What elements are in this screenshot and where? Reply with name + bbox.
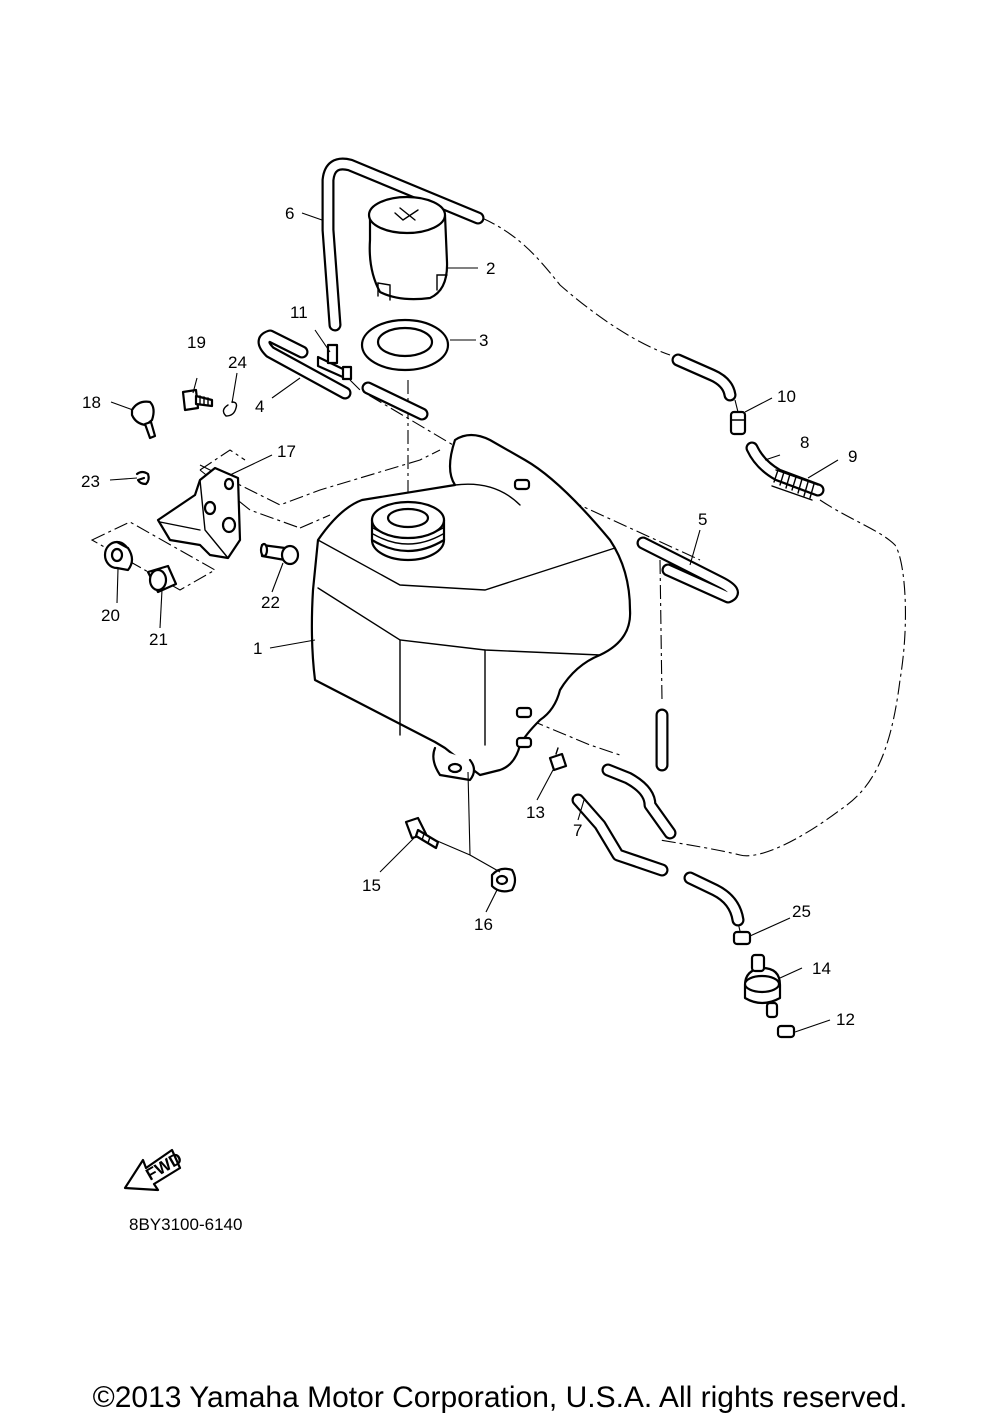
collar-21: [146, 564, 178, 594]
bolt-19: [181, 388, 214, 412]
clamp-12: [776, 1024, 796, 1039]
callout-8: 8: [800, 433, 809, 452]
hose-8: [745, 441, 825, 497]
callout-11: 11: [290, 303, 308, 322]
callout-12: 12: [836, 1010, 855, 1029]
callout-3: 3: [479, 331, 488, 350]
callout-25: 25: [792, 902, 811, 921]
routing-lines: [90, 217, 906, 941]
callout-9: 9: [848, 447, 857, 466]
valve-14: [743, 953, 782, 1019]
copyright-notice: ©2013 Yamaha Motor Corporation, U.S.A. A…: [92, 1381, 908, 1414]
spring-9: [771, 469, 819, 501]
part-code: 8BY3100-6140: [129, 1215, 243, 1234]
collar-16: [490, 867, 517, 893]
reservoir-tank: [310, 433, 632, 782]
callout-16: 16: [474, 915, 493, 934]
callout-14: 14: [812, 959, 831, 978]
callout-13: 13: [526, 803, 545, 822]
fitting-10: [729, 410, 747, 436]
callout-23: 23: [81, 472, 100, 491]
fwd-arrow-icon: FWD: [123, 1149, 186, 1192]
callout-4: 4: [255, 397, 264, 416]
callout-15: 15: [362, 876, 381, 895]
callout-2: 2: [486, 259, 495, 278]
callout-1: 1: [253, 639, 262, 658]
hose-7: [571, 763, 745, 927]
leader-lines: [109, 212, 839, 1033]
hose-5: [636, 536, 739, 604]
callout-10: 10: [777, 387, 796, 406]
callout-24: 24: [228, 353, 247, 372]
gasket: [360, 318, 450, 372]
bolt-22: [259, 542, 300, 566]
callout-17: 17: [277, 442, 296, 461]
clip-23: [135, 470, 150, 486]
hose-6: [321, 157, 485, 332]
callout-20: 20: [101, 606, 120, 625]
callout-6: 6: [285, 204, 294, 223]
bolt-15: [404, 816, 440, 850]
callout-19: 19: [187, 333, 206, 352]
hose-upper-right: [671, 353, 737, 402]
callout-labels: 1 2 3 4 5 6 7 8 9 10 11 12 13 14 15 16 1…: [81, 204, 857, 1029]
hose-short: [361, 381, 429, 421]
clamp-13: [548, 747, 568, 772]
clip-24: [222, 401, 238, 417]
bolt-18: [130, 400, 157, 440]
bracket: [156, 466, 242, 560]
hose-4: [257, 329, 352, 400]
callout-18: 18: [82, 393, 101, 412]
callout-22: 22: [261, 593, 280, 612]
callout-21: 21: [149, 630, 168, 649]
t-fitting: [316, 343, 353, 381]
callout-7: 7: [573, 821, 582, 840]
clamp-25: [732, 930, 752, 946]
grommet-20: [103, 540, 134, 572]
callout-5: 5: [698, 510, 707, 529]
radiator-cap: [367, 195, 449, 301]
